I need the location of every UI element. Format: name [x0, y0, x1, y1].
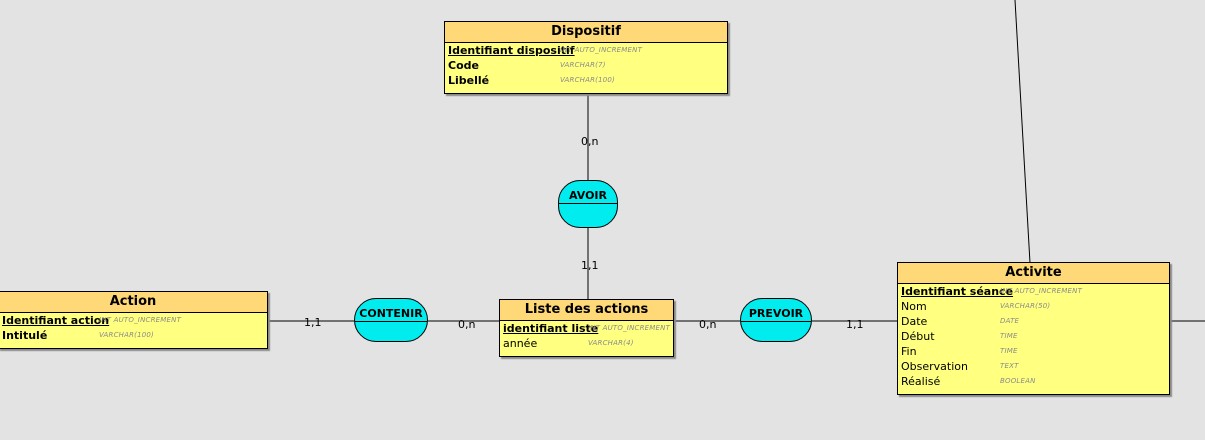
- attribute-name: Identifiant action: [2, 314, 110, 327]
- attribute-type: TEXT: [1000, 362, 1019, 370]
- cardinality-avoir-liste: 1,1: [581, 259, 599, 272]
- attribute-type: VARCHAR(100): [99, 331, 154, 339]
- entity-action[interactable]: Action Identifiant action INT AUTO_INCRE…: [0, 291, 268, 349]
- attribute-row: Début TIME: [898, 329, 1169, 344]
- attribute-row: Fin TIME: [898, 344, 1169, 359]
- entity-dispositif[interactable]: Dispositif Identifiant dispositif INT AU…: [444, 21, 728, 94]
- cardinality-prevoir-activite: 1,1: [846, 318, 864, 331]
- attribute-row: Observation TEXT: [898, 359, 1169, 374]
- attribute-type: VARCHAR(50): [1000, 302, 1051, 310]
- cardinality-contenir-action: 1,1: [304, 316, 322, 329]
- association-label: AVOIR: [568, 189, 607, 202]
- entity-title: Dispositif: [445, 22, 727, 43]
- attribute-name: Identifiant séance: [901, 285, 1014, 298]
- attribute-name: Réalisé: [901, 375, 941, 388]
- attribute-name: Fin: [901, 345, 917, 358]
- attribute-type: VARCHAR(7): [560, 61, 606, 69]
- attribute-type: VARCHAR(100): [560, 76, 615, 84]
- attribute-type: INT AUTO_INCREMENT: [588, 324, 671, 332]
- attribute-type: BOOLEAN: [1000, 377, 1036, 385]
- attribute-name: Identifiant dispositif: [448, 44, 575, 57]
- attribute-type: DATE: [1000, 317, 1020, 325]
- entity-activite[interactable]: Activite Identifiant séance INT AUTO_INC…: [897, 262, 1170, 395]
- cardinality-contenir-liste: 0,n: [458, 318, 476, 331]
- attribute-name: Intitulé: [2, 329, 48, 342]
- entity-title: Activite: [898, 263, 1169, 284]
- cardinality-avoir-dispositif: 0,n: [581, 135, 599, 148]
- attribute-row: Réalisé BOOLEAN: [898, 374, 1169, 389]
- attribute-name: Code: [448, 59, 479, 72]
- attribute-type: TIME: [1000, 347, 1018, 355]
- attribute-row: Identifiant action INT AUTO_INCREMENT: [0, 313, 267, 328]
- entity-title: Liste des actions: [500, 300, 673, 321]
- attribute-row: Identifiant dispositif INT AUTO_INCREMEN…: [445, 43, 727, 58]
- link-activite-top: [1014, 0, 1031, 264]
- association-label: CONTENIR: [359, 307, 423, 320]
- attribute-type: INT AUTO_INCREMENT: [1000, 287, 1083, 295]
- association-label: PREVOIR: [748, 307, 804, 320]
- attribute-row: Nom VARCHAR(50): [898, 299, 1169, 314]
- entity-liste-des-actions[interactable]: Liste des actions identifiant liste INT …: [499, 299, 674, 357]
- attribute-name: identifiant liste: [503, 322, 599, 335]
- attribute-type: INT AUTO_INCREMENT: [99, 316, 182, 324]
- attribute-row: Identifiant séance INT AUTO_INCREMENT: [898, 284, 1169, 299]
- attribute-name: Nom: [901, 300, 927, 313]
- attribute-row: Date DATE: [898, 314, 1169, 329]
- association-prevoir[interactable]: PREVOIR: [740, 298, 812, 342]
- entity-title: Action: [0, 292, 267, 313]
- attribute-name: Début: [901, 330, 935, 343]
- association-avoir[interactable]: AVOIR: [558, 180, 618, 228]
- association-divider: [559, 203, 617, 204]
- attribute-name: Libellé: [448, 74, 490, 87]
- attribute-name: Observation: [901, 360, 968, 373]
- attribute-row: année VARCHAR(4): [500, 336, 673, 351]
- attribute-row: Intitulé VARCHAR(100): [0, 328, 267, 343]
- attribute-row: identifiant liste INT AUTO_INCREMENT: [500, 321, 673, 336]
- attribute-row: Libellé VARCHAR(100): [445, 73, 727, 88]
- attribute-row: Code VARCHAR(7): [445, 58, 727, 73]
- association-divider: [355, 321, 427, 322]
- attribute-name: année: [503, 337, 538, 350]
- attribute-name: Date: [901, 315, 928, 328]
- attribute-type: TIME: [1000, 332, 1018, 340]
- association-contenir[interactable]: CONTENIR: [354, 298, 428, 342]
- attribute-type: VARCHAR(4): [588, 339, 634, 347]
- cardinality-prevoir-liste: 0,n: [699, 318, 717, 331]
- association-divider: [741, 321, 811, 322]
- attribute-type: INT AUTO_INCREMENT: [560, 46, 643, 54]
